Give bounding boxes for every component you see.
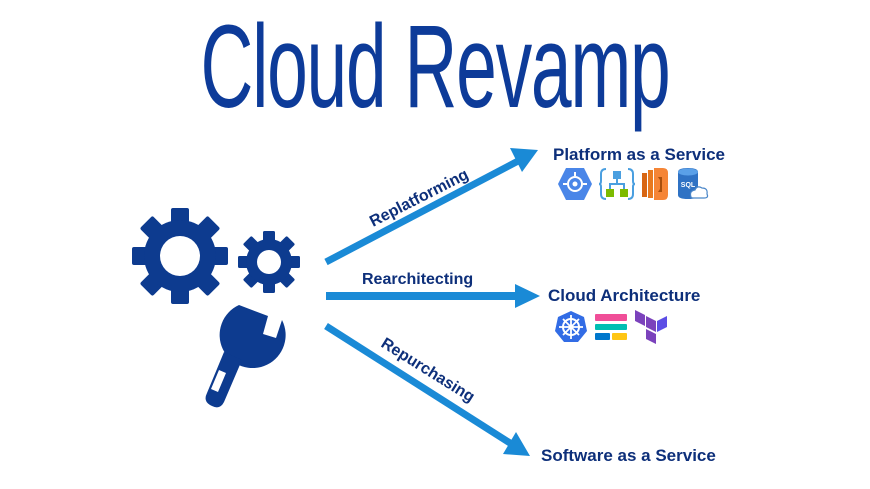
small-gear-icon <box>238 231 300 293</box>
target-cloud-architecture: Cloud Architecture <box>548 286 701 305</box>
elastic-icon <box>595 314 627 340</box>
google-app-engine-icon <box>558 168 592 200</box>
logic-apps-icon <box>599 168 635 200</box>
kubernetes-icon <box>555 311 587 342</box>
aws-lambda-icon <box>642 168 668 200</box>
label-rearchitecting: Rearchitecting <box>362 271 473 288</box>
arrow-replatforming <box>324 148 538 266</box>
svg-text:SQL: SQL <box>681 182 696 189</box>
label-replatforming: Replatforming <box>367 166 471 230</box>
cloud-architecture-icons <box>554 309 668 345</box>
target-paas: Platform as a Service <box>553 145 725 164</box>
azure-sql-icon: SQL <box>678 168 709 199</box>
terraform-icon <box>635 310 667 344</box>
arrow-rearchitecting <box>326 284 540 308</box>
target-saas: Software as a Service <box>541 446 716 465</box>
arrow-repurchasing <box>324 323 530 456</box>
page-title: Cloud Revamp <box>200 1 670 133</box>
gears-and-wrench-icon <box>132 208 300 408</box>
paas-icons: SQL <box>557 167 709 201</box>
wrench-icon <box>205 305 286 408</box>
large-gear-icon <box>132 208 228 304</box>
